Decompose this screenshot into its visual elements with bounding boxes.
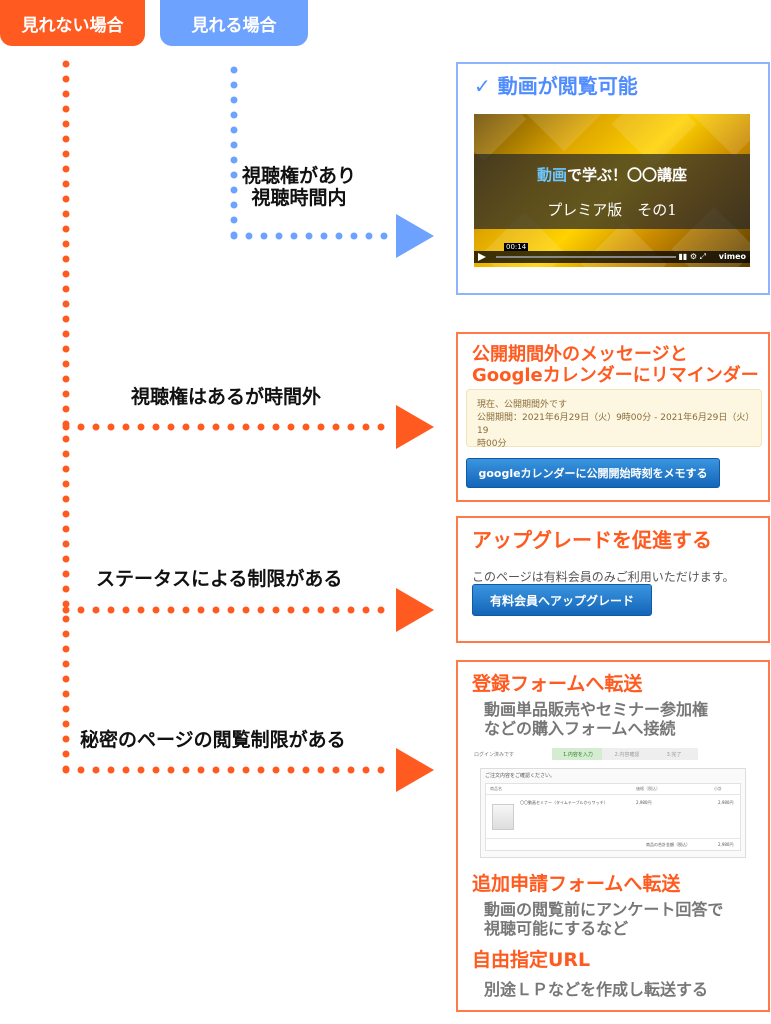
col-price: 価格（税込） [636, 786, 660, 791]
orange-arrow-3 [396, 748, 434, 792]
flow-label-3: ステータスによる制限がある [92, 568, 347, 590]
members-only-text: このページは有料会員のみご利用いただけます。 [472, 570, 735, 584]
total-value: 2,980円 [718, 842, 734, 847]
video-progress[interactable] [496, 256, 676, 258]
orange-arrow-1 [396, 405, 434, 449]
form-step-1: 1.内容を入力 [552, 748, 604, 760]
blue-arrow [396, 214, 434, 258]
flow-label-1-line1: 視聴権があり [242, 165, 357, 187]
video-time: 00:14 [504, 243, 529, 251]
settings-icon[interactable]: ▮▮ ⚙ ⤢ [678, 252, 706, 261]
panel-redirect: 登録フォームへ転送 動画単品販売やセミナー参加権 などの購入フォームへ接続 ログ… [456, 660, 770, 1012]
form-step-2: 2.内容確認 [602, 748, 652, 760]
panel-video-title: ✓ 動画が閲覧可能 [474, 74, 638, 98]
video-title: 動画で学ぶ！〇〇講座 [536, 166, 688, 184]
google-calendar-button[interactable]: googleカレンダーに公開開始時刻をメモする [466, 458, 720, 488]
flow-label-2: 視聴権はあるが時間外 [127, 386, 326, 408]
video-subtitle: プレミア版 その1 [547, 201, 677, 219]
product-price: 2,980円 [636, 800, 652, 805]
product-subtotal: 2,980円 [718, 800, 734, 805]
form-heading: ご注文内容をご確認ください。 [485, 773, 556, 779]
custom-url-title: 自由指定URL [472, 949, 591, 971]
upgrade-button[interactable]: 有料会員へアップグレード [472, 584, 652, 616]
panel-outside-period: 公開期間外のメッセージと Googleカレンダーにリマインダー 現在、公開期間外… [456, 332, 770, 502]
video-title-band: 動画で学ぶ！〇〇講座 プレミア版 その1 [474, 154, 750, 229]
register-form-sub: 動画単品販売やセミナー参加権 などの購入フォームへ接続 [484, 700, 709, 738]
period-notice: 現在、公開期間外です 公開期間：2021年6月29日（火）9時00分 - 202… [466, 389, 762, 449]
additional-form-title: 追加申請フォームへ転送 [472, 873, 681, 895]
form-table: 商品名 価格（税込） 小計 〇〇動画セミナー（タイムテーブルからワッチ） 2,9… [485, 783, 741, 851]
product-thumbnail [492, 804, 514, 830]
video-player[interactable]: 動画で学ぶ！〇〇講座 プレミア版 その1 00:14 ▮▮ ⚙ ⤢ vimeo [474, 114, 750, 267]
panel-outside-title: 公開期間外のメッセージと Googleカレンダーにリマインダー [472, 344, 759, 386]
flow-label-4: 秘密のページの閲覧制限がある [76, 729, 350, 751]
flow-label-1: 視聴権があり 視聴時間内 [238, 165, 361, 209]
form-box: ご注文内容をご確認ください。 商品名 価格（税込） 小計 〇〇動画セミナー（タイ… [480, 768, 746, 858]
tab-hidden[interactable]: 見れない場合 [0, 0, 145, 46]
form-step-3: 3.完了 [650, 748, 698, 760]
vimeo-logo: vimeo [718, 252, 746, 261]
orange-arrow-2 [396, 588, 434, 632]
tab-visible[interactable]: 見れる場合 [160, 0, 308, 46]
col-product: 商品名 [490, 786, 502, 791]
register-form-title: 登録フォームへ転送 [472, 673, 643, 695]
panel-upgrade-title: アップグレードを促進する [472, 528, 712, 552]
additional-form-sub: 動画の閲覧前にアンケート回答で 視聴可能にするなど [484, 900, 724, 938]
video-controls: 00:14 ▮▮ ⚙ ⤢ vimeo [474, 243, 750, 263]
flow-label-1-line2: 視聴時間内 [251, 187, 347, 209]
play-icon[interactable] [478, 253, 486, 261]
form-preview: ログイン済みです 1.内容を入力 2.内容確認 3.完了 ご注文内容をご確認くだ… [474, 748, 746, 858]
panel-upgrade: アップグレードを促進する このページは有料会員のみご利用いただけます。 有料会員… [456, 516, 770, 643]
total-label: 商品の合計金額（税込） [646, 842, 690, 847]
product-name: 〇〇動画セミナー（タイムテーブルからワッチ） [520, 800, 608, 805]
panel-video-available: ✓ 動画が閲覧可能 動画で学ぶ！〇〇講座 プレミア版 その1 00:14 ▮▮ … [456, 62, 770, 295]
custom-url-sub: 別途ＬＰなどを作成し転送する [484, 980, 709, 999]
col-subtotal: 小計 [714, 786, 722, 791]
form-note: ログイン済みです [474, 752, 515, 758]
